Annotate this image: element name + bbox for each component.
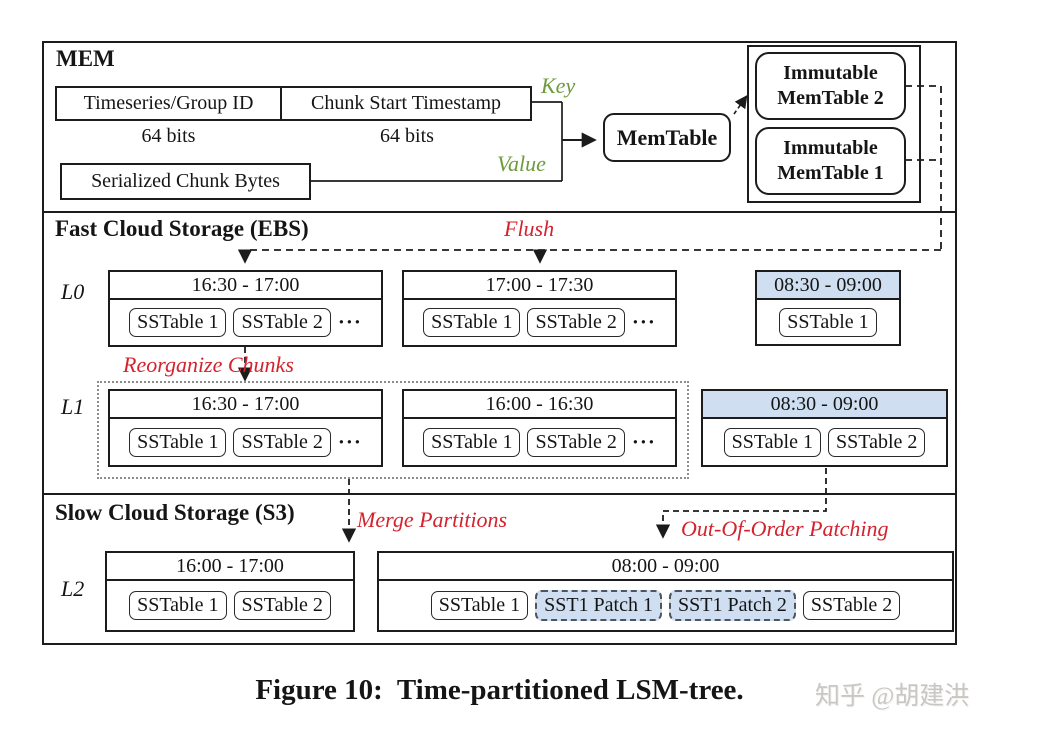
level-l1-label: L1 [61, 394, 85, 419]
figure-caption: Figure 10: Time-partitioned LSM-tree. [255, 674, 744, 706]
immutable-memtable-1-box: Immutable MemTable 1 [755, 127, 906, 195]
reorganize-chunks-label: Reorganize Chunks [123, 352, 294, 377]
sstable-chip: SSTable 2 [233, 591, 331, 620]
level-l2-label: L2 [61, 576, 85, 601]
sstable-chip: SSTable 1 [129, 591, 227, 620]
sstable-chip: SSTable 1 [129, 427, 227, 457]
key-field-timeseries-id: Timeseries/Group ID [55, 86, 282, 121]
sstable-chip: SSTable 2 [527, 427, 625, 457]
partition-sstables: SSTable 1 SSTable 2 ··· [110, 300, 381, 345]
sstable-chip: SSTable 1 [129, 308, 227, 337]
key-value-junction-line [311, 101, 563, 182]
partition-sstables: SSTable 1 [757, 300, 899, 344]
sstable-chip: SSTable 1 [423, 427, 521, 457]
out-of-order-route [655, 468, 827, 539]
value-label: Value [497, 151, 546, 176]
ellipsis: ··· [631, 429, 656, 454]
sstable-chip: SSTable 1 [723, 427, 821, 457]
partition-sstables: SSTable 1 SSTable 2 ··· [110, 419, 381, 465]
diagram-frame [42, 41, 957, 645]
key-field-bits-1: 64 bits [141, 125, 196, 147]
partition-sstables: SSTable 1 SST1 Patch 1 SST1 Patch 2 SSTa… [379, 581, 952, 630]
l0-partition-0830-0900-highlighted: 08:30 - 09:00 SSTable 1 [755, 270, 901, 346]
key-fields-row: Timeseries/Group ID Chunk Start Timestam… [55, 86, 532, 121]
sstable-chip: SSTable 2 [233, 308, 331, 337]
partition-time-range: 16:30 - 17:00 [110, 272, 381, 300]
key-label: Key [541, 73, 576, 98]
partition-time-range: 08:00 - 09:00 [379, 553, 952, 581]
partition-time-range-highlighted: 08:30 - 09:00 [757, 272, 899, 300]
watermark: 知乎 @胡建洪 [815, 683, 970, 710]
sstable-chip: SSTable 1 [423, 308, 521, 337]
flush-label: Flush [504, 216, 555, 241]
immutable-memtables-container [747, 45, 921, 203]
mem-fast-divider [42, 211, 957, 213]
sstable-chip: SSTable 2 [233, 427, 331, 457]
l2-partition-0800-0900: 08:00 - 09:00 SSTable 1 SST1 Patch 1 SST… [377, 551, 954, 632]
sstable-chip: SSTable 2 [527, 308, 625, 337]
l0-partition-1700-1730: 17:00 - 17:30 SSTable 1 SSTable 2 ··· [402, 270, 677, 347]
key-field-bits-2: 64 bits [380, 125, 434, 147]
partition-time-range: 16:00 - 17:00 [107, 553, 353, 581]
sstable-patch-chip: SST1 Patch 1 [535, 590, 662, 621]
partition-sstables: SSTable 1 SSTable 2 [703, 419, 946, 465]
partition-time-range: 16:30 - 17:00 [110, 391, 381, 419]
sstable-patch-chip: SST1 Patch 2 [669, 590, 796, 621]
sstable-chip: SSTable 1 [430, 591, 529, 620]
l1-partition-0830-0900-highlighted: 08:30 - 09:00 SSTable 1 SSTable 2 [701, 389, 948, 467]
mem-section-title: MEM [56, 46, 115, 71]
key-field-chunk-start-timestamp: Chunk Start Timestamp [282, 86, 532, 121]
l2-partition-1600-1700: 16:00 - 17:00 SSTable 1 SSTable 2 [105, 551, 355, 632]
partition-time-range: 16:00 - 16:30 [404, 391, 675, 419]
partition-sstables: SSTable 1 SSTable 2 ··· [404, 300, 675, 345]
fast-slow-divider [42, 493, 957, 495]
partition-sstables: SSTable 1 SSTable 2 ··· [404, 419, 675, 465]
partition-sstables: SSTable 1 SSTable 2 [107, 581, 353, 630]
ellipsis: ··· [337, 310, 362, 334]
l1-partition-1600-1630: 16:00 - 16:30 SSTable 1 SSTable 2 ··· [402, 389, 677, 467]
l1-reorganized-group-outline [97, 381, 689, 479]
ellipsis: ··· [337, 429, 362, 454]
l1-partition-1630-1700: 16:30 - 17:00 SSTable 1 SSTable 2 ··· [108, 389, 383, 467]
flush-dashed-route [245, 85, 942, 251]
merge-partitions-label: Merge Partitions [357, 507, 508, 532]
fast-storage-section-title: Fast Cloud Storage (EBS) [55, 216, 309, 241]
partition-time-range-highlighted: 08:30 - 09:00 [703, 391, 946, 419]
sstable-chip: SSTable 2 [828, 427, 926, 457]
ellipsis: ··· [631, 310, 656, 334]
out-of-order-patching-label: Out-Of-Order Patching [681, 516, 889, 541]
l0-partition-1630-1700: 16:30 - 17:00 SSTable 1 SSTable 2 ··· [108, 270, 383, 347]
value-field-serialized-chunk-bytes: Serialized Chunk Bytes [60, 163, 311, 200]
partition-time-range: 17:00 - 17:30 [404, 272, 675, 300]
memtable-to-immutable-arrow [733, 95, 748, 115]
memtable-box: MemTable [603, 113, 731, 162]
sstable-chip: SSTable 2 [802, 591, 901, 620]
slow-storage-section-title: Slow Cloud Storage (S3) [55, 500, 295, 525]
immutable-memtable-2-box: Immutable MemTable 2 [755, 52, 906, 120]
level-l0-label: L0 [61, 279, 85, 304]
sstable-chip: SSTable 1 [779, 307, 877, 337]
